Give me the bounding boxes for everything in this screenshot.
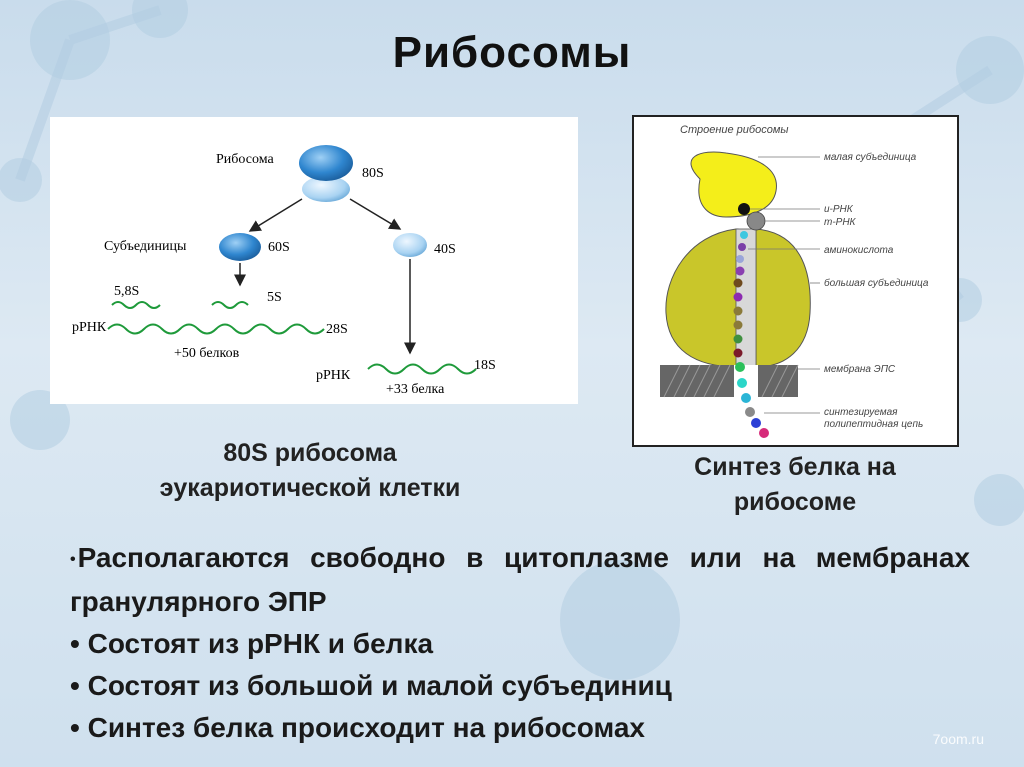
rrna-label-left: рРНК [72, 320, 107, 335]
rna-58s-wave [111, 301, 161, 309]
bullet-text-1: Располагаются свободно в цитоплазме или … [70, 542, 970, 617]
caption-left-line1: 80S рибосома [223, 439, 397, 467]
watermark: 7oom.ru [932, 731, 984, 747]
ribosome-value: 80S [362, 166, 384, 181]
rrna-label-right: рРНК [316, 368, 351, 383]
subunit-40s-value: 40S [434, 242, 456, 257]
large-subunit-left [665, 228, 739, 368]
label-trna: т-РНК [824, 217, 857, 228]
bullet-item-4: • Синтез белка происходит на рибосомах [70, 711, 645, 743]
label-chain-2: полипептидная цепь [824, 419, 923, 430]
rna-18s-wave [367, 363, 477, 375]
caption-right-line1: Синтез белка на [694, 453, 896, 481]
ribosome-composition-diagram: Рибосома 80S Субъединицы 60S 40S 5,8S 5S… [50, 117, 578, 404]
rna-5s-wave [211, 301, 249, 309]
label-large-subunit: большая субъединица [824, 277, 929, 289]
bullet-item-2: • Состоят из рРНК и белка [70, 627, 434, 659]
structure-heading: Строение рибосомы [680, 124, 788, 136]
label-irna: и-РНК [824, 204, 854, 215]
caption-right: Синтез белка на рибосоме [650, 450, 940, 520]
slide-title: Рибосомы [392, 28, 632, 77]
subunit-60s [219, 233, 261, 261]
proteins-small-label: +33 белка [386, 382, 445, 397]
caption-left: 80S рибосома эукариотической клетки [110, 436, 510, 506]
large-subunit-right [755, 228, 811, 368]
bullet-text-3: Состоят из большой и малой субъединиц [87, 669, 672, 701]
subunits-label: Субъединицы [104, 239, 187, 254]
bullet-text-4: Синтез белка происходит на рибосомах [87, 711, 645, 743]
arrow-to-40s [349, 198, 402, 230]
subunit-40s [393, 233, 427, 257]
subunit-60s-value: 60S [268, 240, 290, 255]
ribosome-structure-diagram: Строение рибосомы [632, 115, 959, 447]
ribosome-80s-small-part [302, 176, 350, 202]
proteins-large-label: +50 белков [174, 346, 240, 361]
rna-28s-wave [107, 323, 325, 335]
rna-58s-label: 5,8S [114, 284, 139, 299]
irna-dot [738, 203, 750, 215]
caption-left-line2: эукариотической клетки [159, 474, 461, 502]
ribosome-label: Рибосома [216, 152, 274, 167]
rna-18s-label: 18S [474, 358, 496, 373]
er-membrane [660, 364, 799, 398]
trna-blob [746, 211, 766, 231]
bullet-item-1: •Располагаются свободно в цитоплазме или… [70, 542, 970, 617]
label-amino-acid: аминокислота [824, 245, 894, 256]
arrow-to-60s [248, 198, 303, 232]
bullet-item-3: • Состоят из большой и малой субъединиц [70, 669, 672, 701]
label-small-subunit: малая субъединица [824, 151, 917, 163]
bullet-list: •Располагаются свободно в цитоплазме или… [70, 537, 970, 749]
caption-right-line2: рибосоме [733, 488, 857, 516]
small-subunit [690, 151, 777, 218]
ribosome-80s-large-part [299, 145, 353, 181]
label-membrane: мембрана ЭПС [824, 363, 896, 375]
bullet-text-2: Состоят из рРНК и белка [87, 627, 434, 659]
label-chain-1: синтезируемая [824, 407, 898, 418]
polypeptide-chain [733, 231, 769, 438]
rna-28s-label: 28S [326, 322, 348, 337]
rna-5s-label: 5S [267, 290, 282, 305]
